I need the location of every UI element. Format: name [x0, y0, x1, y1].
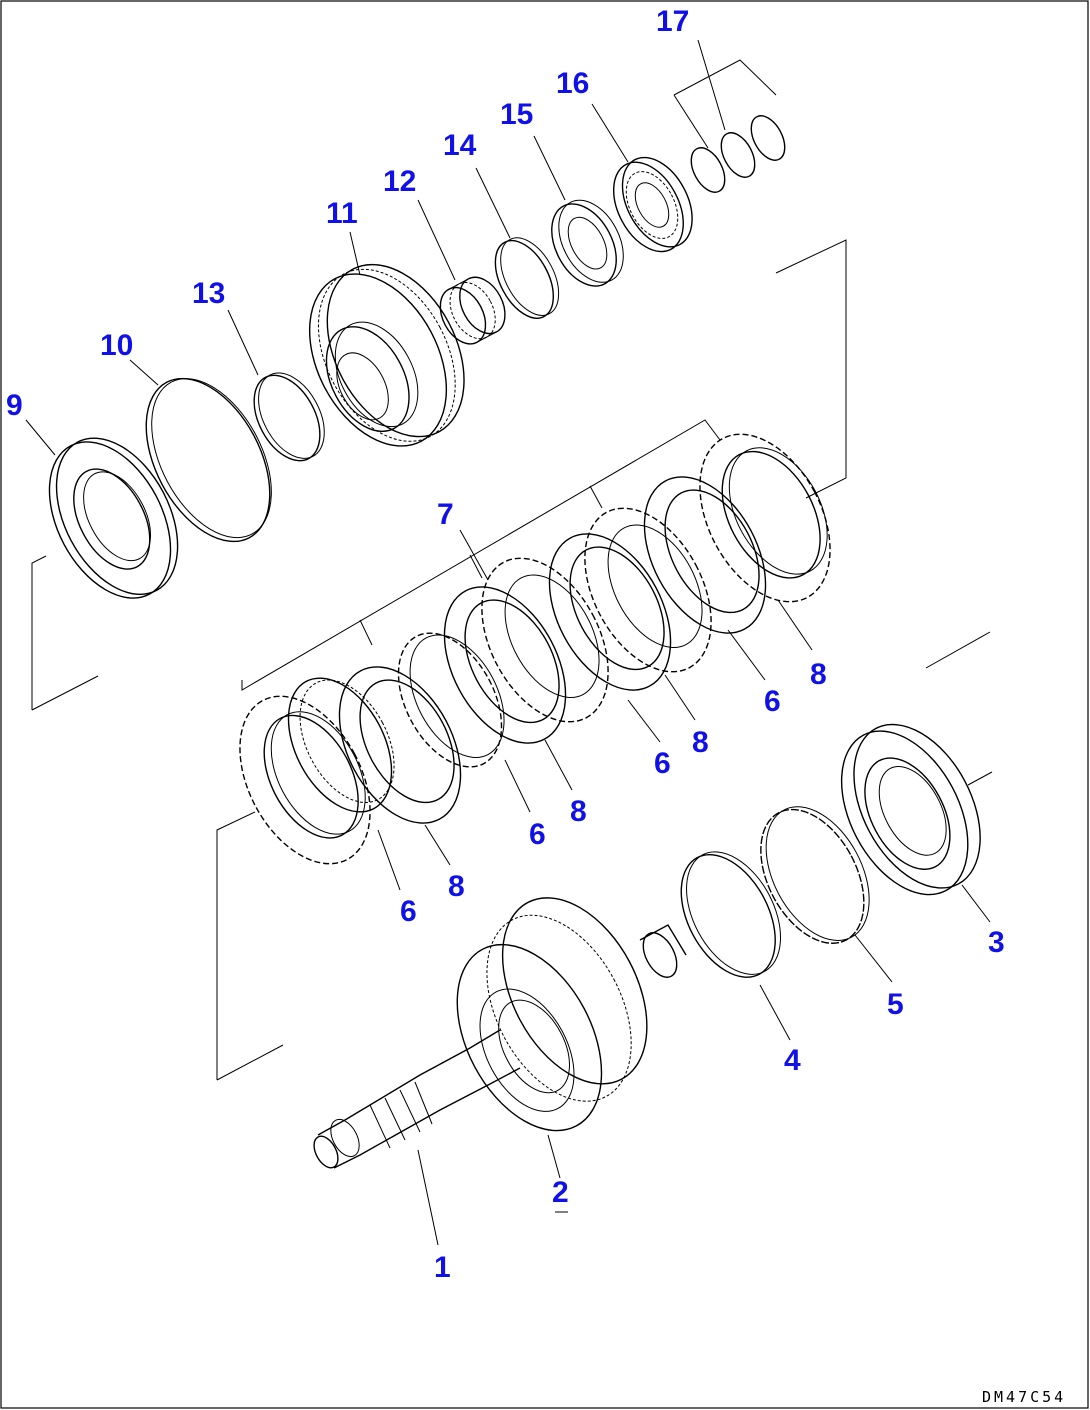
part-11-gear-hub — [308, 263, 465, 447]
label-part-14: 14 — [443, 129, 477, 162]
label-part-11: 11 — [326, 197, 358, 230]
label-part-8-a: 8 — [448, 870, 465, 903]
label-part-8-d: 8 — [810, 658, 827, 691]
part-5-seal-ring — [760, 806, 870, 944]
label-part-6-d: 6 — [764, 685, 781, 718]
label-part-16: 16 — [556, 67, 589, 100]
label-part-15: 15 — [500, 98, 533, 131]
part-17-shims — [690, 115, 786, 193]
part-13-ring — [253, 372, 325, 462]
part-2-clutch-drum — [456, 897, 648, 1132]
label-part-6-a: 6 — [400, 895, 417, 928]
label-part-6-c: 6 — [654, 747, 671, 780]
part-10-snap-ring — [145, 377, 272, 543]
part-14-ring — [494, 237, 560, 319]
leader-lines — [25, 39, 991, 1246]
part-12-needle-bearing — [439, 276, 506, 345]
label-part-10: 10 — [100, 329, 133, 362]
label-part-1: 1 — [434, 1251, 451, 1284]
label-part-6-b: 6 — [529, 818, 546, 851]
label-part-12: 12 — [383, 165, 416, 198]
clutch-pack — [239, 433, 831, 865]
label-part-9: 9 — [6, 389, 23, 422]
label-part-7: 7 — [437, 498, 454, 531]
assembly-bracket-lines — [31, 59, 993, 1081]
part-15-washer — [551, 199, 624, 287]
label-part-4: 4 — [784, 1044, 801, 1077]
part-16-ball-bearing — [612, 156, 693, 253]
part-3-bearing — [840, 723, 981, 896]
part-labels: 1 2 3 4 5 6 6 6 6 7 8 8 8 8 9 10 11 12 1… — [6, 5, 1005, 1284]
label-part-5: 5 — [887, 988, 904, 1021]
label-part-3: 3 — [988, 926, 1005, 959]
part-4-seal-ring — [680, 851, 782, 978]
label-part-8-c: 8 — [692, 726, 709, 759]
drawing-code: DM47C54 — [982, 1388, 1066, 1406]
part-9-thrust-washer — [48, 437, 179, 599]
label-part-2: 2 — [552, 1176, 569, 1209]
label-part-8-b: 8 — [570, 795, 587, 828]
label-part-17: 17 — [656, 5, 689, 38]
part-1-shaft — [313, 924, 687, 1169]
label-part-13: 13 — [192, 277, 225, 310]
